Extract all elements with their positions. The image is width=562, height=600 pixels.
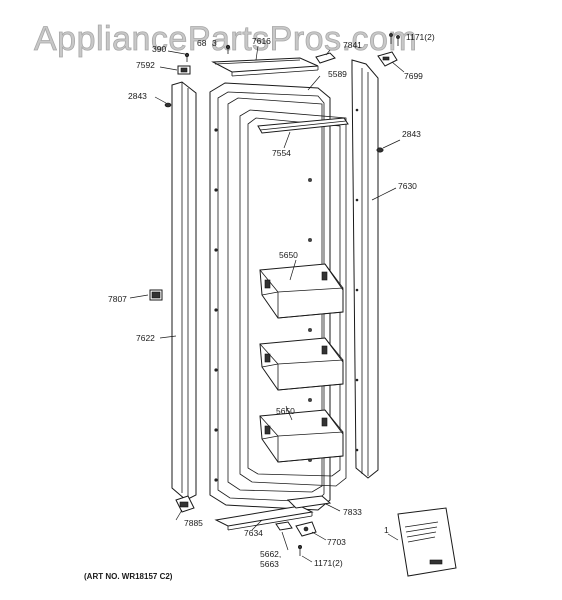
- callout-1: 1: [384, 525, 389, 535]
- callout-2843-right: 2843: [402, 129, 421, 139]
- callout-3: 3: [212, 38, 217, 48]
- art-number-caption: (ART NO. WR18157 C2): [84, 572, 173, 581]
- screw-left: [154, 96, 172, 108]
- screw-right: [376, 139, 401, 153]
- callout-7699: 7699: [404, 71, 423, 81]
- callout-7554: 7554: [272, 148, 291, 158]
- clip-7807: [149, 289, 163, 301]
- callout-7616: 7616: [252, 36, 271, 46]
- callout-7634: 7634: [244, 528, 263, 538]
- callout-5663: 5663: [260, 559, 279, 569]
- callout-7841: 7841: [343, 40, 362, 50]
- callout-7592: 7592: [136, 60, 155, 70]
- liner-holes: [214, 128, 312, 482]
- bottom-hardware: [175, 495, 332, 556]
- callout-390: 390: [152, 44, 166, 54]
- callout-5589: 5589: [328, 69, 347, 79]
- callout-7630: 7630: [398, 181, 417, 191]
- owners-manual: [397, 507, 457, 577]
- callout-2843-left: 2843: [128, 91, 147, 101]
- callout-1171-bottom: 1171(2): [314, 558, 343, 568]
- top-cap: [211, 57, 319, 77]
- callout-7622: 7622: [136, 333, 155, 343]
- callout-5650-upper: 5650: [279, 250, 298, 260]
- callout-7885: 7885: [184, 518, 203, 528]
- callout-5650-lower: 5650: [276, 406, 295, 416]
- callout-1171-top: 1171(2): [406, 32, 435, 42]
- door-shelf-middle: [259, 337, 344, 391]
- door-shelf-bottom: [259, 409, 344, 463]
- callout-7703: 7703: [327, 537, 346, 547]
- callout-5662: 5662,: [260, 549, 281, 559]
- callout-68: 68: [197, 38, 207, 48]
- handle-bar: [257, 117, 349, 134]
- watermark-text: AppliancePartsPros.com: [34, 20, 417, 58]
- callout-7807: 7807: [108, 294, 127, 304]
- right-trim-strip: [351, 59, 379, 479]
- callout-7833: 7833: [343, 507, 362, 517]
- callout-labels: 390 68 3 7616 7841 1171(2) 7592 5589 769…: [108, 32, 435, 569]
- top-hardware: [177, 33, 400, 75]
- left-trim-strip: [171, 81, 197, 501]
- leader-lines: [129, 45, 405, 563]
- door-shelf-top: [259, 263, 344, 319]
